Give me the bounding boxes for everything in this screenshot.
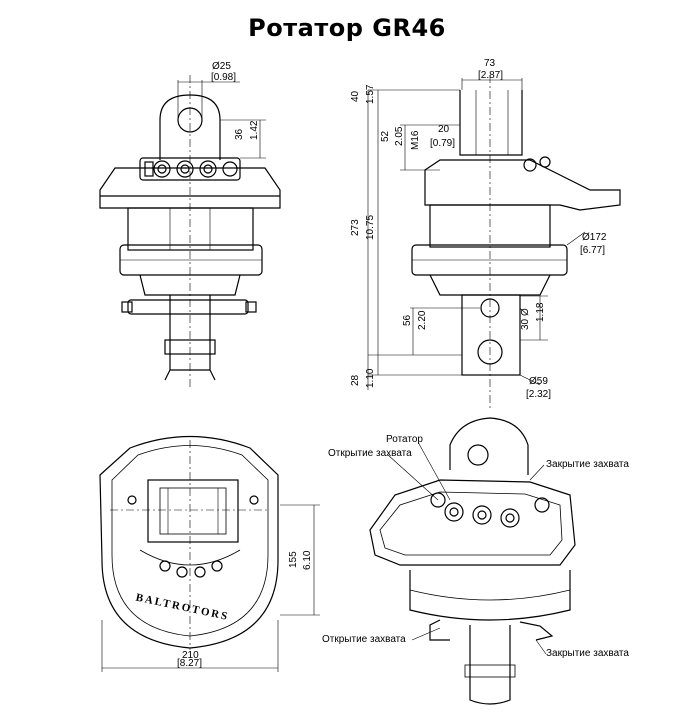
page-title: Ротатор GR46 (248, 14, 446, 42)
side-view-dims: 73 [2.87] 40 1.57 52 2.05 M16 20 [0.79] … (350, 58, 607, 400)
dim-thread: M16 (410, 130, 421, 150)
dim-bore: Ø (520, 308, 531, 316)
bottom-view-dims: 155 6.10 210 [8.27] BALTROTORS (135, 550, 313, 669)
callout-labels: Ротатор Открытие захвата Закрытие захват… (322, 434, 629, 659)
dim-dia: Ø172 (582, 232, 607, 243)
label-close-grab-top: Закрытие захвата (546, 459, 629, 470)
dim-port-in: [0.79] (430, 138, 455, 149)
dim-width-in: [2.87] (478, 70, 503, 81)
dim-height-in: 10.75 (365, 215, 376, 240)
label-rotator: Ротатор (386, 434, 423, 445)
dim-shaft-dia: Ø59 (529, 376, 548, 387)
dim-shaft: 56 (402, 314, 413, 326)
dim-height: 273 (350, 219, 361, 236)
dim-bore-in: 1.18 (535, 302, 546, 322)
label-leaders (387, 441, 547, 655)
dim-hole: 52 (380, 130, 391, 142)
dim-depth: 155 (288, 551, 299, 568)
dim-depth-in: 6.10 (302, 550, 313, 570)
dim-top: 40 (350, 90, 361, 102)
dim-hole-in: 2.05 (394, 126, 405, 146)
label-close-grab-bottom: Закрытие захвата (546, 648, 629, 659)
isometric-view (369, 417, 576, 705)
label-open-grab-bottom: Открытие захвата (322, 634, 406, 645)
front-view-dims: Ø25 [0.98] 36 1.42 (211, 61, 260, 140)
side-view (367, 75, 621, 410)
dim-shaft-dia-in: [2.32] (526, 389, 551, 400)
label-open-grab-top: Открытие захвата (328, 448, 412, 459)
dim-bottom: 28 (350, 374, 361, 386)
bottom-view (99, 435, 320, 672)
dim-bottom-width: 210 (182, 650, 199, 661)
front-view (99, 75, 281, 390)
dim-bottom-width-in: [8.27] (177, 658, 202, 669)
dim-top-in: 1.57 (365, 84, 376, 104)
dim-bore-value: 30 (520, 318, 531, 330)
dim-dia-in: [6.77] (580, 245, 605, 256)
dim-pin-offset-in: 1.42 (249, 120, 260, 140)
dim-width: 73 (484, 58, 496, 69)
dim-pin-dia-in: [0.98] (211, 72, 236, 83)
dim-bottom-in: 1.10 (365, 368, 376, 388)
dim-pin-dia: Ø25 (212, 61, 231, 72)
dim-shaft-in: 2.20 (417, 310, 428, 330)
dim-port: 20 (438, 124, 450, 135)
dim-pin-offset: 36 (234, 128, 245, 140)
brand-logo-text: BALTROTORS (135, 592, 231, 624)
